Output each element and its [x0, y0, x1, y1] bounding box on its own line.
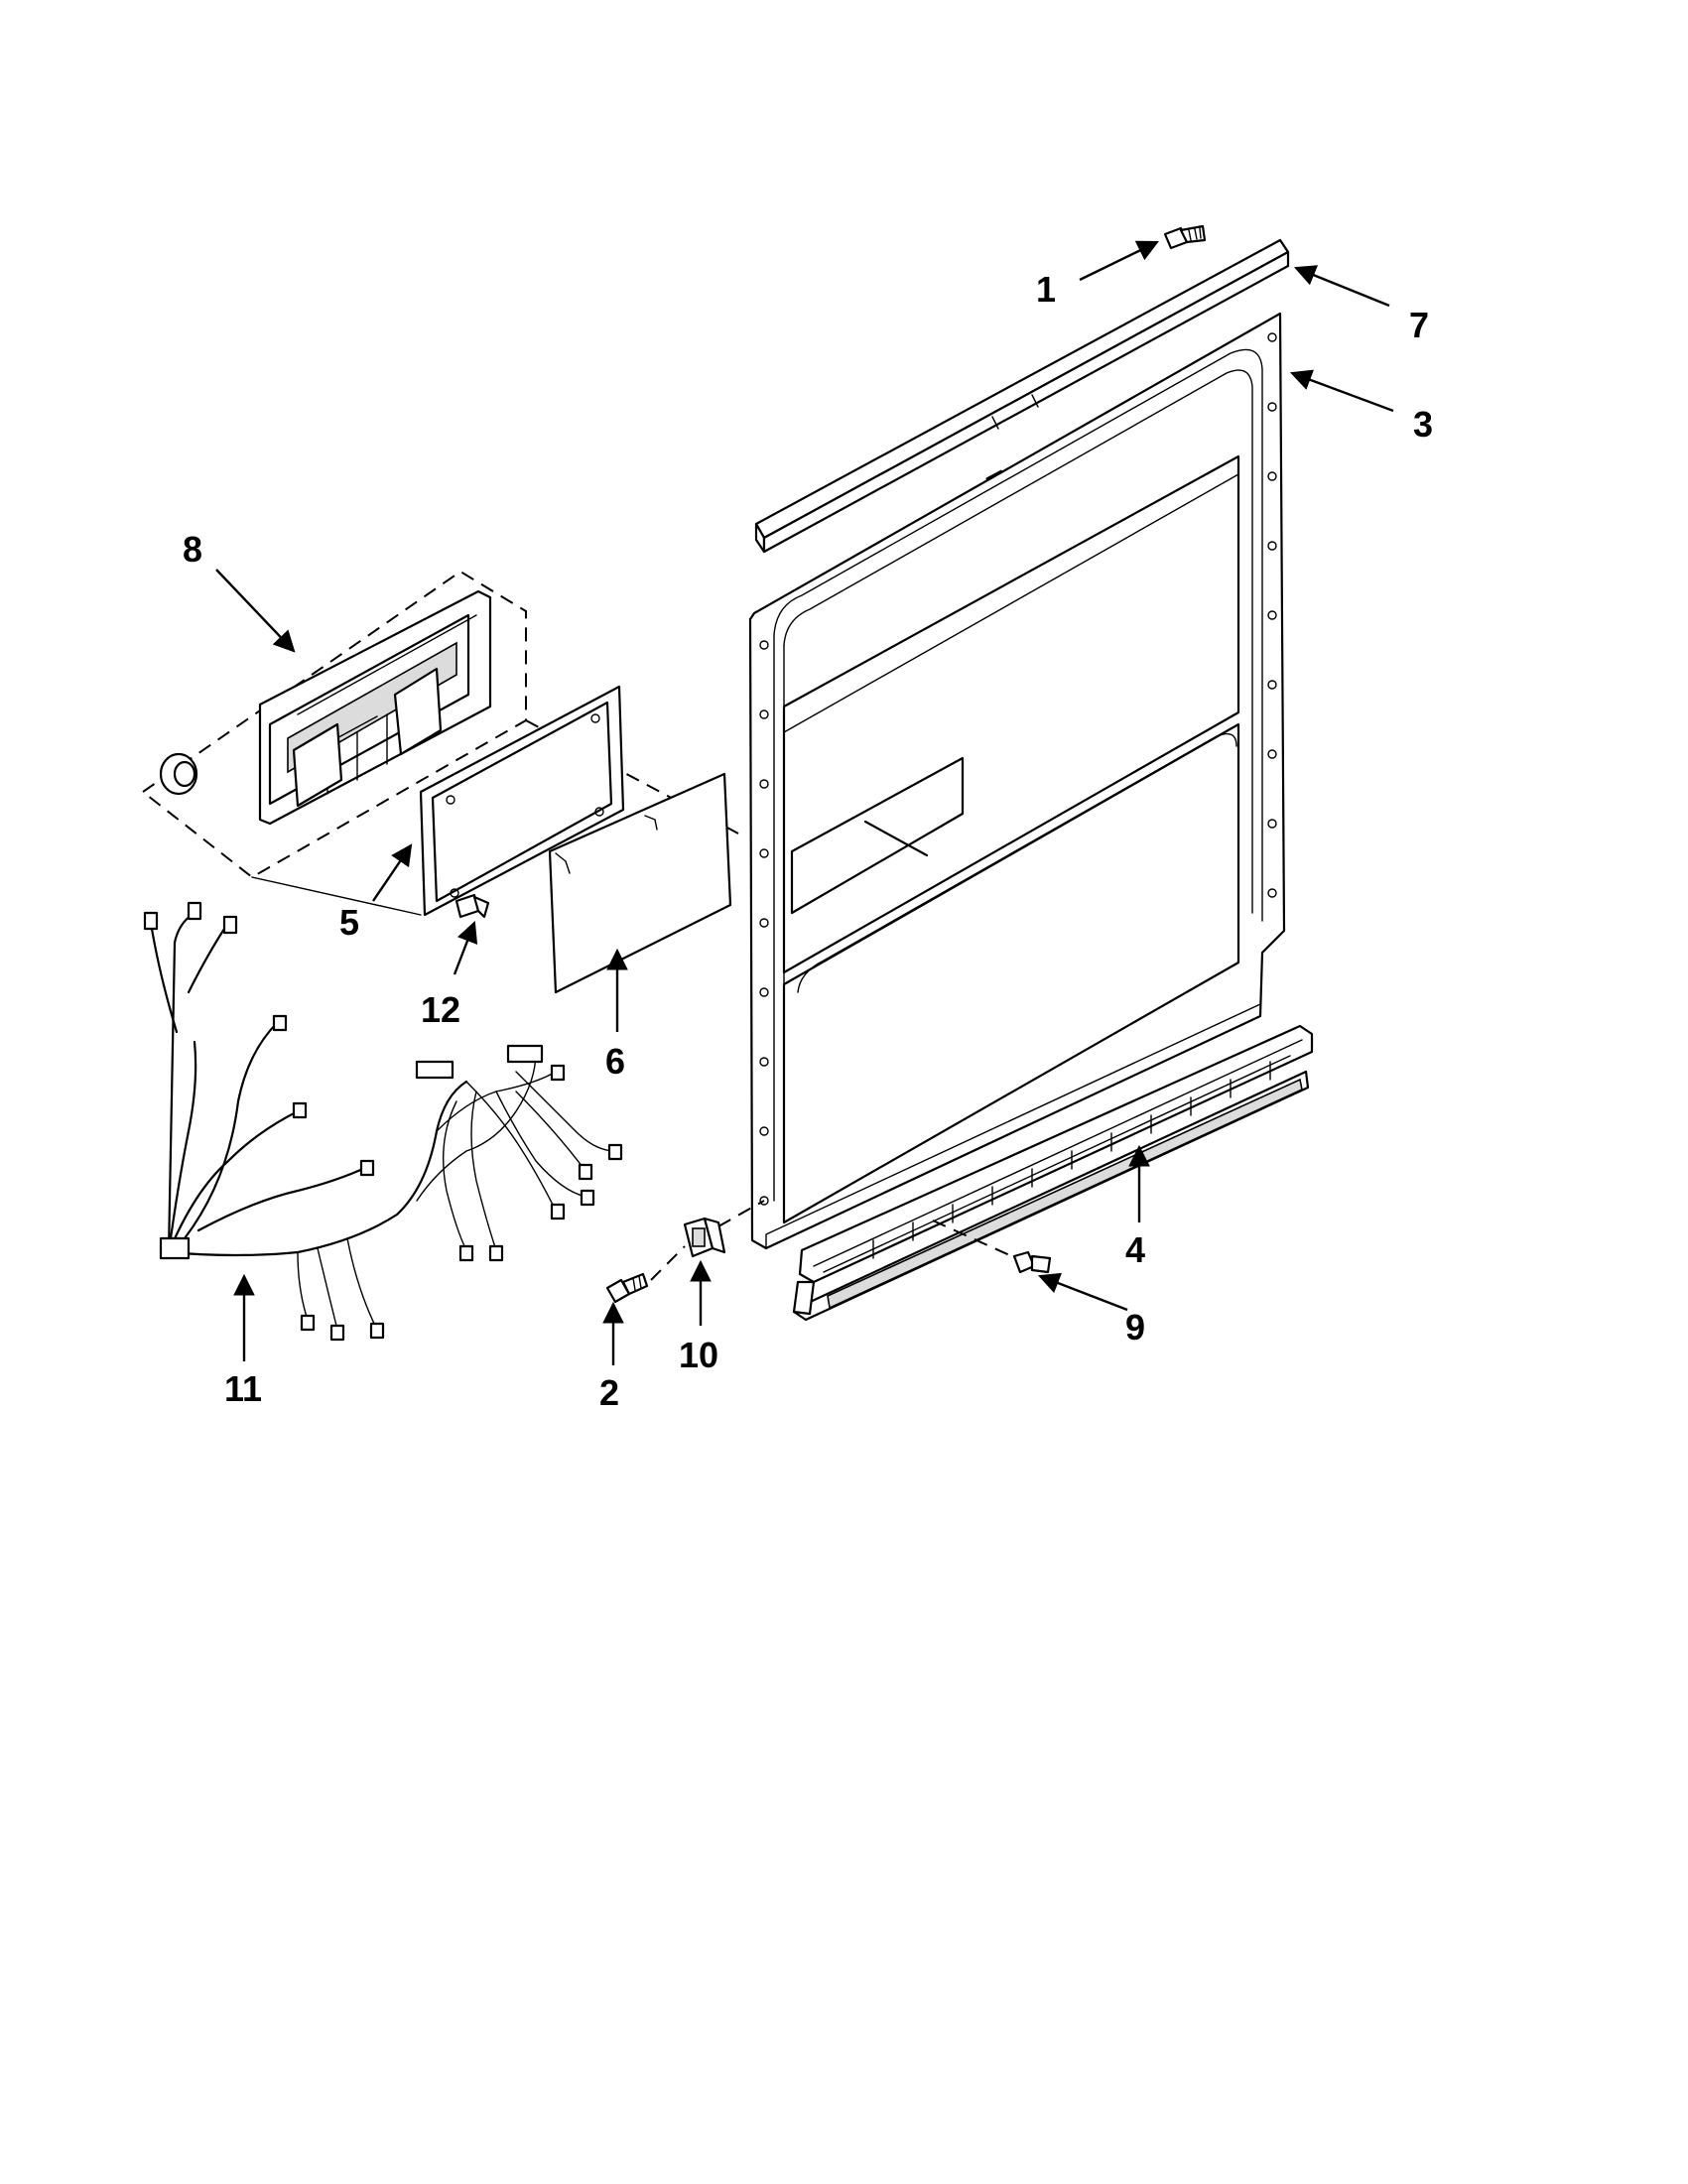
module-screw: [454, 893, 490, 919]
callout-8: 8: [183, 529, 202, 570]
callout-2: 2: [599, 1372, 619, 1413]
latch-bracket: [683, 1217, 726, 1258]
callout-6: 6: [605, 1041, 625, 1082]
callout-1: 1: [1036, 269, 1056, 310]
door-panel: [748, 312, 1286, 1250]
wiring-harness: [143, 901, 623, 1342]
latch-screw: [605, 1272, 649, 1304]
control-module: [258, 589, 492, 826]
control-module-group-outline: [141, 570, 527, 879]
top-screw: [1163, 224, 1207, 250]
callout-11: 11: [224, 1368, 262, 1409]
bottom-hinge-rail: [792, 1024, 1314, 1322]
callout-10: 10: [679, 1335, 718, 1375]
insulation-sheet: [548, 772, 732, 994]
callout-9: 9: [1125, 1307, 1145, 1348]
rail-screw: [1012, 1250, 1052, 1274]
callout-7: 7: [1409, 305, 1429, 345]
callout-12: 12: [421, 989, 460, 1030]
control-knob: [159, 752, 198, 796]
callout-labels: 1 2 3 4 5 6 7 8 9 10 11 12: [183, 269, 1433, 1413]
callout-4: 4: [1125, 1229, 1145, 1270]
callout-5: 5: [339, 902, 359, 943]
gasket-frame: [419, 685, 625, 917]
leader-arrows: [215, 240, 1394, 1365]
callout-3: 3: [1413, 404, 1433, 445]
